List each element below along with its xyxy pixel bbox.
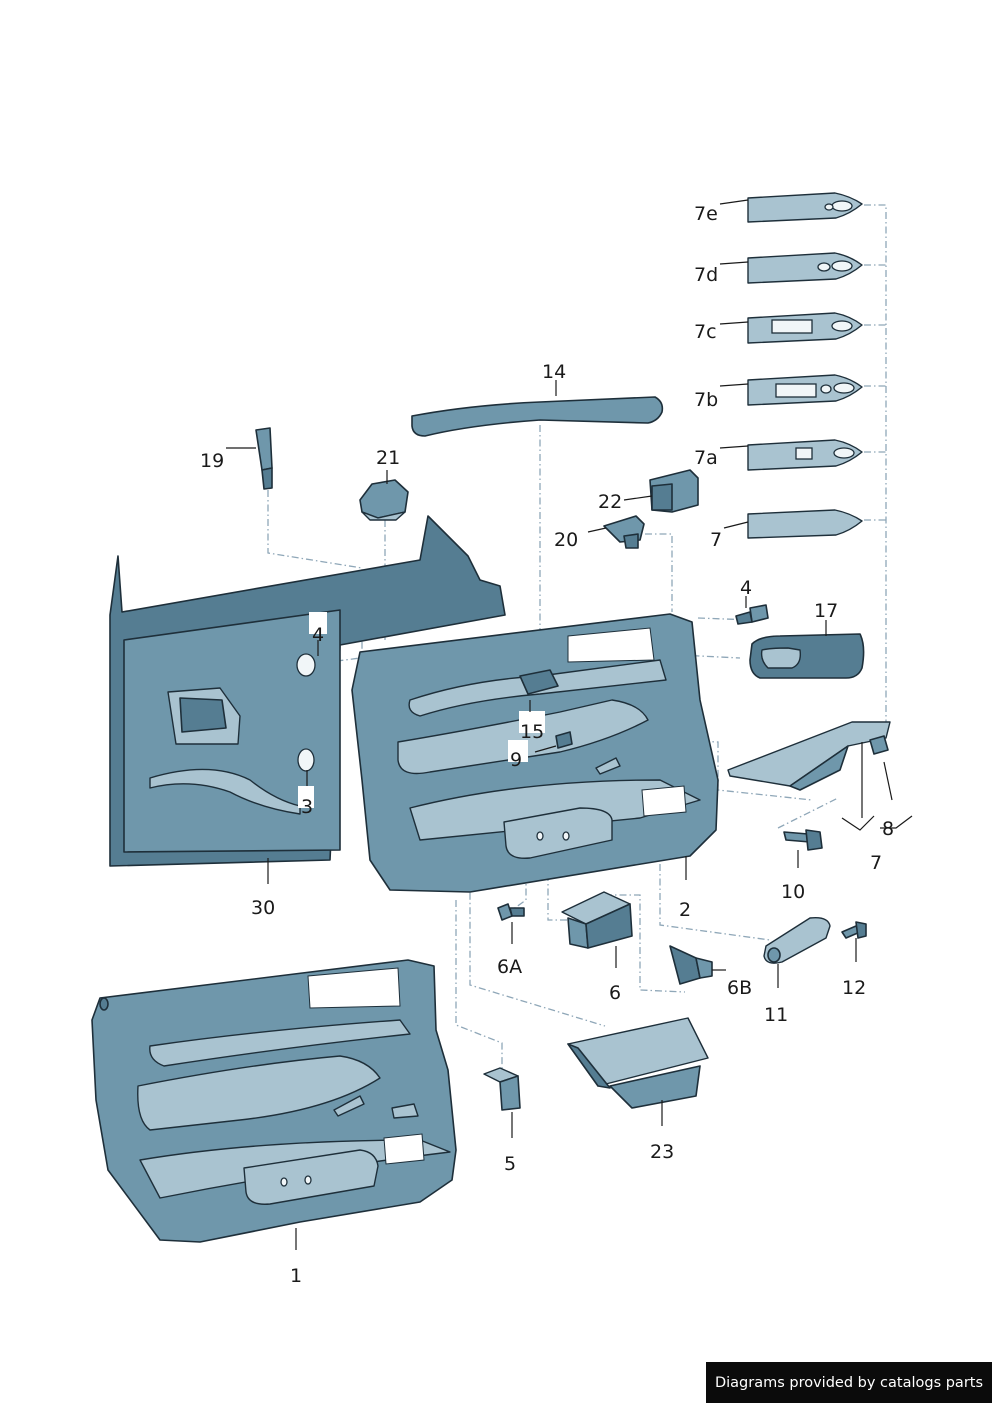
bracket-21	[359, 479, 409, 521]
switch-holder-22	[649, 469, 699, 513]
label-box-3	[298, 786, 314, 808]
callout-20: 20	[554, 529, 578, 551]
callout-7-lower: 7	[870, 852, 882, 874]
door-panel-1	[91, 959, 457, 1243]
armrest-trim-8	[727, 721, 891, 791]
trim-strip-7c	[747, 312, 863, 344]
callout-14: 14	[542, 361, 566, 383]
callout-7e: 7e	[694, 203, 718, 225]
callout-7d: 7d	[694, 264, 718, 286]
switch-20	[603, 515, 645, 549]
switch-housing-6	[561, 891, 633, 949]
callout-2: 2	[679, 899, 691, 921]
door-panel-2	[351, 613, 719, 893]
callout-12: 12	[842, 977, 866, 999]
callout-10: 10	[781, 881, 805, 903]
callout-22: 22	[598, 491, 622, 513]
screw-6a	[497, 903, 525, 921]
screw-4-upper	[735, 604, 769, 625]
trim-strip-7	[747, 509, 863, 539]
trim-strip-7d	[747, 252, 863, 284]
callout-17: 17	[814, 600, 838, 622]
callout-9: 9	[510, 749, 522, 771]
handle-bezel-11	[763, 916, 831, 964]
label-box-9	[508, 740, 528, 762]
upper-trim-rail	[411, 396, 664, 437]
callout-4-left: 4	[312, 624, 324, 646]
door-handle-17	[749, 633, 865, 679]
callout-7b: 7b	[694, 389, 718, 411]
callout-6: 6	[609, 982, 621, 1004]
clip-5	[483, 1067, 521, 1111]
callout-5: 5	[504, 1153, 516, 1175]
storage-pocket-23	[567, 1017, 709, 1109]
credit-banner: Diagrams provided by catalogs parts	[706, 1362, 992, 1403]
credit-text: Diagrams provided by catalogs parts	[714, 1374, 984, 1391]
screw-10	[783, 829, 823, 851]
callout-3: 3	[301, 796, 313, 818]
screw-12	[841, 921, 867, 939]
trim-strip-7a	[747, 439, 863, 471]
callout-30: 30	[251, 897, 275, 919]
callout-15: 15	[520, 721, 544, 743]
bracket-6b	[669, 945, 713, 985]
callout-7: 7	[710, 529, 722, 551]
callout-21: 21	[376, 447, 400, 469]
callout-8: 8	[882, 818, 894, 840]
trim-strip-7e	[747, 192, 863, 223]
label-box-15	[519, 711, 545, 733]
trim-strip-7b	[747, 374, 863, 406]
callout-11: 11	[764, 1004, 788, 1026]
inner-door-frame-30	[109, 515, 506, 867]
callout-labels: 7e 7d 7c 7b 7a 7 14 19 21 22 20 4 17 4 1…	[200, 203, 894, 1287]
callout-6a: 6A	[497, 956, 522, 978]
callout-leader-lines	[226, 199, 913, 1250]
callout-7a: 7a	[694, 447, 718, 469]
clip-19	[255, 427, 273, 490]
callout-4-upper: 4	[740, 577, 752, 599]
callout-7c: 7c	[694, 321, 717, 343]
callout-19: 19	[200, 450, 224, 472]
callout-23: 23	[650, 1141, 674, 1163]
label-box-4	[309, 612, 327, 634]
callout-1: 1	[290, 1265, 302, 1287]
callout-6b: 6B	[727, 977, 752, 999]
